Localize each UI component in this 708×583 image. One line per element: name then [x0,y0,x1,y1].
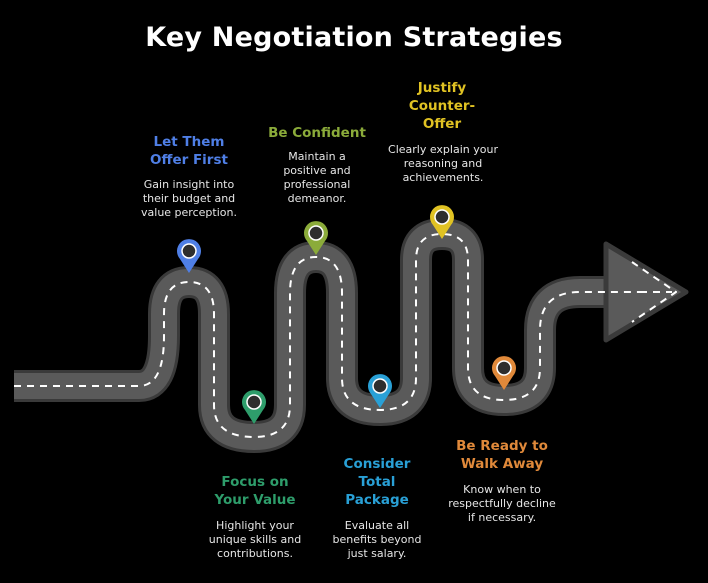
road-center-line [14,232,640,439]
map-pin-icon [177,239,201,273]
step-desc-1: Gain insight into their budget and value… [141,178,237,219]
step-desc-6: Know when to respectfully decline if nec… [448,483,556,524]
step-title-6: Be Ready to Walk Away [456,438,548,472]
step-desc-3: Maintain a positive and professional dem… [283,150,351,205]
step-desc-4: Evaluate all benefits beyond just salary… [332,519,422,560]
step-desc-2: Highlight your unique skills and contrib… [208,519,302,560]
map-pin-icon [303,221,328,255]
step-title-1: Let Them Offer First [150,134,228,168]
step-title-3: Be Confident [268,125,366,141]
map-pin-icon [242,390,266,424]
step-title-4: Consider Total Package [343,456,411,508]
map-pin-icon [430,205,455,239]
page-title: Key Negotiation Strategies [145,22,563,53]
map-pin-icon [492,356,516,390]
arrow-center-line [631,261,677,323]
step-desc-5: Clearly explain your reasoning and achie… [388,143,498,184]
map-pin-icon [367,374,393,408]
step-title-5: Justify Counter-Offer [408,80,476,132]
step-title-2: Focus on Your Value [214,474,296,508]
